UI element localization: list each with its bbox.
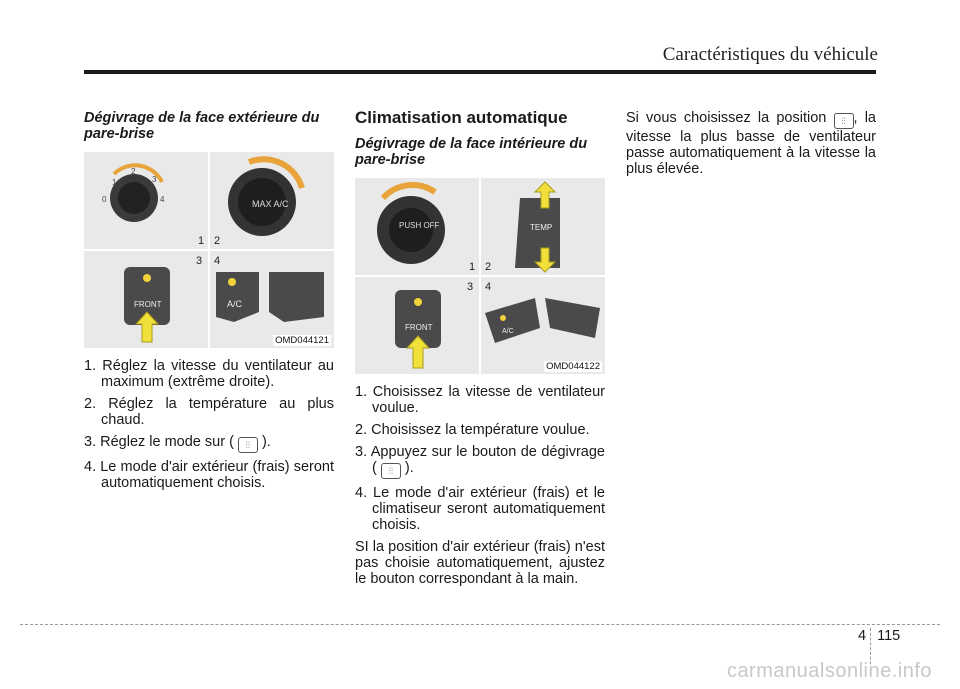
list-item: 1. Réglez la vitesse du ventilateur au m…	[84, 358, 334, 390]
quadrant-label-1: 1	[469, 261, 475, 273]
defrost-icon: ⫶⫶	[380, 463, 401, 479]
header-rule	[84, 70, 876, 74]
figure-omd044122: PUSH OFF TEMP 1 2 3 4 FRONT A	[355, 178, 605, 374]
steps-list: 1. Choisissez la vitesse de ventilateur …	[355, 384, 605, 533]
figure-illustration: 1 2 3 4 0 MAX A/C 1 2 3 4 FRONT	[84, 152, 334, 348]
list-item: 2. Choisissez la température voulue.	[355, 422, 590, 438]
dial-number-3: 3	[152, 175, 157, 184]
page-number: 4 115	[858, 628, 900, 674]
page-number-value: 115	[877, 628, 901, 644]
auto-fan-note: Si vous choisissez la position ⫶⫶, la vi…	[626, 110, 876, 177]
quadrant-label-1: 1	[198, 235, 204, 247]
watermark: carmanualsonline.info	[726, 660, 932, 682]
footer-rule	[20, 624, 940, 625]
dial-number-1: 1	[112, 178, 117, 187]
figure-omd044121: 1 2 3 4 0 MAX A/C 1 2 3 4 FRONT	[84, 152, 334, 348]
quadrant-label-4: 4	[485, 281, 491, 293]
temperature-dial: MAX A/C	[228, 156, 305, 236]
chapter-number: 4	[858, 628, 867, 644]
arrow-icon	[134, 311, 160, 343]
front-label: FRONT	[134, 300, 162, 309]
defrost-icon: ⫶⫶	[833, 113, 854, 129]
list-item: 3. Réglez le mode sur ( ⫶⫶ ).	[84, 434, 334, 453]
push-off-dial: PUSH OFF	[377, 182, 445, 264]
fan-dial: 1 2 3 4 0	[102, 163, 165, 222]
front-defrost-button: FRONT	[124, 267, 170, 343]
column-3: Si vous choisissez la position ⫶⫶, la vi…	[626, 110, 876, 177]
quadrant-label-3: 3	[467, 281, 473, 293]
subtitle-exterior-defrost: Dégivrage de la face extérieure du pare-…	[84, 110, 320, 142]
list-item: 4. Le mode d'air extérieur (frais) seron…	[84, 459, 334, 491]
defrost-icon: ⫶⫶	[237, 437, 258, 453]
section-header-title: Caractéristiques du véhicule	[662, 44, 878, 65]
column-2: Climatisation automatique Dégivrage de l…	[355, 108, 605, 587]
list-item: 1. Choisissez la vitesse de ventilateur …	[355, 384, 605, 416]
section-title: Climatisation automatique	[355, 108, 568, 127]
footer-separator	[870, 628, 872, 674]
ac-button-group: A/C	[485, 298, 600, 343]
column-1: Dégivrage de la face extérieure du pare-…	[84, 110, 334, 497]
front-label: FRONT	[405, 323, 433, 332]
max-ac-label: MAX A/C	[252, 199, 289, 209]
temp-rocker: TEMP	[515, 181, 560, 273]
dial-number-0: 0	[102, 195, 107, 204]
steps-list: 1. Réglez la vitesse du ventilateur au m…	[84, 358, 334, 491]
list-item: 2. Réglez la température au plus chaud.	[84, 396, 334, 428]
figure-illustration: PUSH OFF TEMP 1 2 3 4 FRONT A	[355, 178, 605, 374]
quadrant-label-4: 4	[214, 255, 220, 267]
note-paragraph: SI la position d'air extérieur (frais) n…	[355, 539, 605, 587]
temp-label: TEMP	[530, 223, 552, 232]
ac-label: A/C	[227, 299, 243, 309]
ac-label: A/C	[502, 328, 514, 335]
dial-number-4: 4	[160, 195, 165, 204]
list-item: 3. Appuyez sur le bouton de dégivrage ( …	[355, 444, 605, 479]
quadrant-label-2: 2	[485, 261, 491, 273]
dial-number-2: 2	[131, 167, 136, 176]
quadrant-label-3: 3	[196, 255, 202, 267]
list-item: 4. Le mode d'air extérieur (frais) et le…	[355, 485, 605, 533]
subtitle-interior-defrost: Dégivrage de la face intérieure du pare-…	[355, 136, 588, 168]
figure-code: OMD044121	[273, 335, 331, 346]
front-defrost-button: FRONT	[395, 290, 441, 369]
push-off-label: PUSH OFF	[399, 221, 440, 230]
figure-code: OMD044122	[544, 361, 602, 372]
ac-button-group: A/C	[216, 272, 324, 322]
quadrant-label-2: 2	[214, 235, 220, 247]
